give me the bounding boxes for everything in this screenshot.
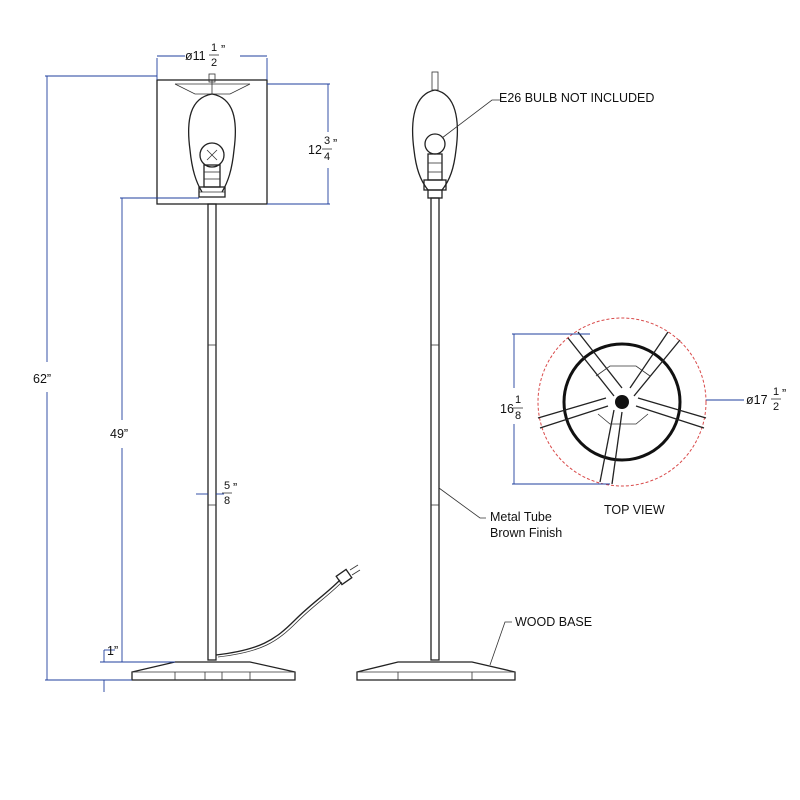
top-view-label: TOP VIEW (604, 503, 665, 517)
power-cord (215, 579, 341, 656)
overall-height-dimension: 62” (33, 372, 51, 386)
top-view-depth-dimension: 16 1 8 (500, 394, 523, 422)
side-view (356, 71, 516, 681)
svg-text:1: 1 (211, 42, 217, 54)
svg-text:5: 5 (224, 480, 230, 492)
shade-rim-circle (562, 342, 682, 462)
svg-text:”: ” (221, 43, 225, 57)
shade-diameter-dimension: ø11 1 2 ” (185, 42, 225, 69)
side-bulb-icon (424, 133, 446, 155)
bulb-icon (199, 142, 225, 168)
front-view (131, 73, 361, 681)
front-dimensions (45, 55, 330, 692)
top-view (512, 317, 744, 487)
side-wood-base (356, 661, 516, 681)
svg-text:”: ” (333, 137, 337, 151)
side-harp (411, 89, 436, 191)
wood-base (131, 661, 296, 681)
lamp-shade (156, 79, 268, 205)
svg-text:8: 8 (224, 495, 230, 507)
plug-icon (335, 564, 361, 586)
svg-text:2: 2 (211, 57, 217, 69)
socket-height-dimension: 49” (110, 427, 128, 441)
svg-text:4: 4 (324, 151, 330, 163)
top-view-socket (615, 395, 629, 409)
svg-text:”: ” (233, 481, 237, 495)
svg-text:1: 1 (773, 386, 779, 398)
harp (187, 93, 213, 193)
svg-text:3: 3 (324, 135, 330, 147)
tube-diameter-dimension: 5 8 ” (222, 480, 237, 507)
svg-text:16: 16 (500, 402, 514, 416)
side-tube (430, 197, 440, 661)
bulb-callout: E26 BULB NOT INCLUDED (499, 91, 654, 105)
base-outline-circle (537, 317, 707, 487)
svg-text:8: 8 (515, 410, 521, 422)
base-callout: WOOD BASE (515, 615, 592, 629)
svg-text:ø11: ø11 (185, 49, 206, 63)
svg-text:2: 2 (773, 401, 779, 413)
base-height-dimension: 1” (107, 644, 118, 658)
tube-callout-line1: Metal Tube (490, 510, 552, 524)
socket (203, 164, 221, 188)
svg-text:ø17: ø17 (746, 393, 768, 407)
svg-text:12: 12 (308, 143, 322, 157)
base-diameter-dimension: ø17 1 2 ” (746, 386, 786, 413)
tube-callout-line2: Brown Finish (490, 526, 562, 540)
svg-text:”: ” (782, 387, 786, 401)
metal-tube (207, 203, 217, 661)
svg-text:1: 1 (515, 394, 521, 406)
shade-height-dimension: 12 3 4 ” (308, 135, 337, 163)
